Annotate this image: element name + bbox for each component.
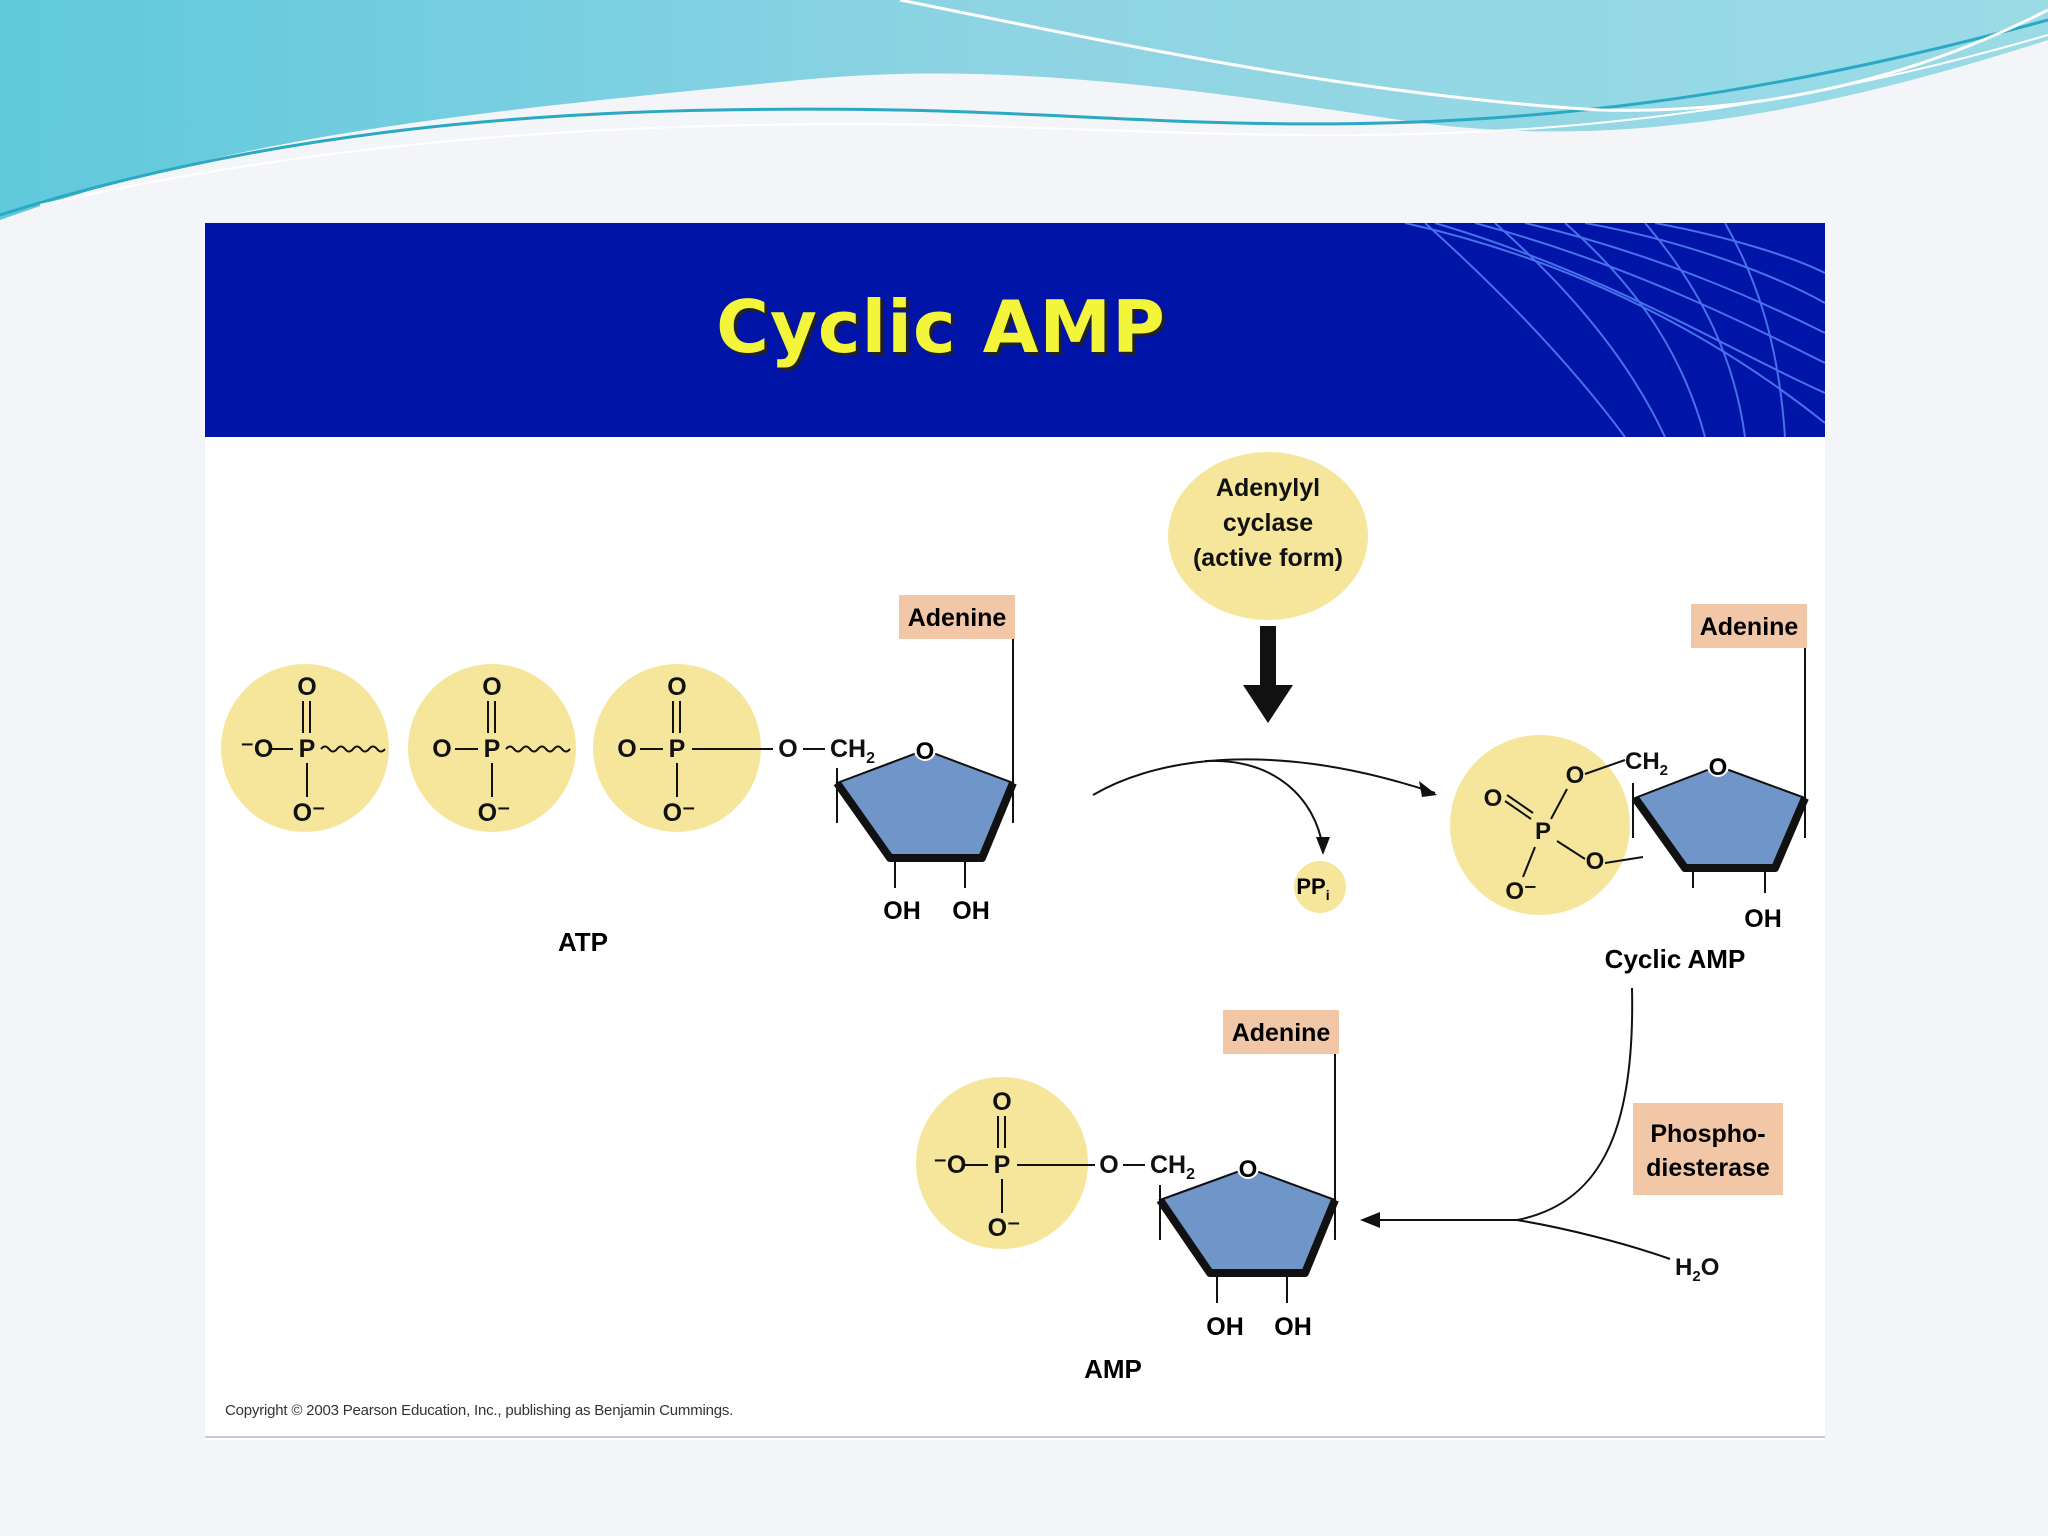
atom-o: O (1586, 848, 1605, 875)
figure-panel: Cyclic AMP ⁻O P O O⁻ O P O O⁻ O P O (205, 223, 1825, 1440)
adenine-label: Adenine (1232, 1019, 1331, 1047)
atom-p: P (484, 735, 501, 763)
cyclic-amp-diagram: ⁻O P O O⁻ O P O O⁻ O P O O⁻ O CH2 (221, 452, 1809, 1384)
adenine-label: Adenine (1700, 613, 1799, 641)
atom-o: O (1566, 762, 1585, 789)
atom-p: P (1535, 818, 1551, 845)
atom-minus-o: ⁻O (241, 735, 274, 763)
ring-oxygen: O (1709, 754, 1728, 781)
atom-o: O (297, 673, 316, 701)
cyclic-phosphate-circle (1450, 735, 1630, 915)
hydroxyl: OH (1744, 905, 1782, 933)
atom-o: O (667, 673, 686, 701)
phosphodiesterase-line-2: diesterase (1646, 1154, 1770, 1182)
cyclic-amp-molecule: O P O O O⁻ CH2 (1450, 604, 1809, 974)
down-arrow-icon (1260, 626, 1276, 688)
atom-p: P (994, 1151, 1011, 1179)
ppi-label: PPi (1296, 874, 1329, 903)
atp-label: ATP (558, 927, 608, 957)
atom-o: O (992, 1088, 1011, 1116)
atom-o: O (432, 735, 451, 763)
adenine-label-box (1223, 1010, 1339, 1054)
hydroxyl: OH (1206, 1313, 1244, 1341)
adenine-label-box (899, 595, 1015, 639)
atom-o: O (482, 673, 501, 701)
atom-o-minus: O⁻ (478, 799, 511, 827)
adenine-label: Adenine (908, 604, 1007, 632)
atom-o: O (1099, 1151, 1118, 1179)
adenylyl-cyclase-step: Adenylyl cyclase (active form) PPi (1092, 452, 1437, 913)
water-label: H2O (1675, 1254, 1719, 1285)
atom-o-minus: O⁻ (663, 799, 696, 827)
phosphodiesterase-step: Phospho- diesterase H2O (1360, 987, 1783, 1285)
atom-p: P (299, 735, 316, 763)
atom-o: O (778, 735, 797, 763)
atom-o-minus: O⁻ (988, 1214, 1021, 1242)
amp-label: AMP (1084, 1354, 1142, 1384)
header-wave-decoration (0, 0, 2048, 220)
atom-ch2: CH2 (1150, 1151, 1195, 1183)
atom-o-minus: O⁻ (293, 799, 326, 827)
hydroxyl: OH (952, 897, 990, 925)
atom-o: O (617, 735, 636, 763)
atom-o: O (1484, 785, 1503, 812)
cyclic-amp-label: Cyclic AMP (1605, 944, 1746, 974)
title-banner: Cyclic AMP (205, 223, 1825, 437)
page-title: Cyclic AMP (716, 285, 1166, 369)
hydroxyl: OH (883, 897, 921, 925)
phosphodiesterase-line-1: Phospho- (1650, 1120, 1765, 1148)
copyright-notice: Copyright © 2003 Pearson Education, Inc.… (225, 1402, 734, 1419)
atom-o-minus: O⁻ (1505, 878, 1536, 905)
phosphate-circle-2 (408, 664, 576, 832)
phosphodiesterase-box (1633, 1103, 1783, 1195)
ring-oxygen: O (916, 738, 935, 765)
ring-oxygen: O (1239, 1156, 1258, 1183)
amp-molecule: ⁻O P O O⁻ O CH2 O OH OH (916, 1010, 1339, 1384)
atom-ch2: CH2 (1625, 748, 1668, 779)
adenine-label-box (1691, 604, 1807, 648)
amp-phosphate-circle (916, 1077, 1088, 1249)
atom-ch2: CH2 (830, 735, 875, 767)
grid-globe-decoration (1404, 223, 1825, 437)
enzyme-line-1: Adenylyl (1216, 474, 1320, 502)
atp-molecule: ⁻O P O O⁻ O P O O⁻ O P O O⁻ O CH2 (221, 595, 1017, 957)
atom-p: P (669, 735, 686, 763)
adenylyl-cyclase-bubble (1168, 452, 1368, 620)
hydroxyl: OH (1274, 1313, 1312, 1341)
phosphate-circle-3 (593, 664, 761, 832)
ppi-bubble (1294, 861, 1346, 913)
phosphate-circle-1 (221, 664, 389, 832)
enzyme-line-3: (active form) (1193, 544, 1343, 572)
atom-minus-o: ⁻O (934, 1151, 967, 1179)
bottom-divider (205, 1436, 1825, 1438)
enzyme-line-2: cyclase (1223, 509, 1313, 537)
